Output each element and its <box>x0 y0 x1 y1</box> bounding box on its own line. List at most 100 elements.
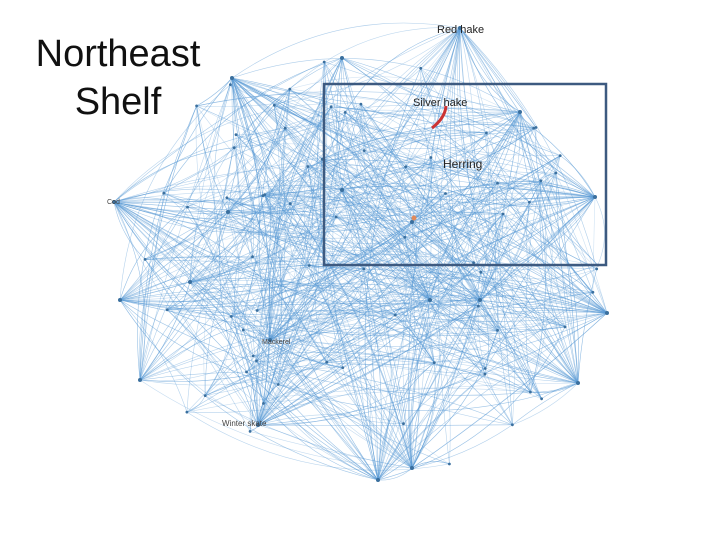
network-edge <box>257 213 504 426</box>
network-edge <box>494 183 513 425</box>
network-edge <box>322 158 596 198</box>
network-edge <box>526 202 579 384</box>
network-edge <box>274 105 446 194</box>
network-edge <box>113 198 481 301</box>
network-edge <box>479 202 530 301</box>
network-edge <box>411 111 521 223</box>
network-edge <box>119 221 413 307</box>
network-edge <box>189 88 290 283</box>
network-edge <box>139 84 231 381</box>
network-edge <box>139 339 271 382</box>
network-edge <box>196 27 461 107</box>
network-edge <box>345 112 498 331</box>
network-node <box>532 126 536 130</box>
network-edge <box>113 88 291 203</box>
network-edge <box>246 339 271 373</box>
network-edge <box>227 166 406 213</box>
network-edge <box>341 183 504 215</box>
network-edge <box>113 201 379 481</box>
network-edge <box>277 112 346 385</box>
network-edge <box>438 27 461 465</box>
network-node <box>229 83 232 86</box>
network-edge <box>119 211 229 301</box>
network-edge <box>204 316 232 396</box>
network-edge <box>262 189 343 404</box>
network-edge <box>530 382 579 393</box>
network-edge <box>186 262 474 413</box>
network-edge <box>341 189 598 268</box>
network-edge <box>289 88 451 465</box>
network-edge <box>377 292 594 481</box>
network-edge <box>410 262 474 469</box>
network-edge <box>119 166 406 301</box>
network-edge <box>257 299 481 426</box>
network-edge <box>139 106 332 381</box>
network-edge <box>403 312 608 424</box>
network-edge <box>345 112 413 223</box>
network-edge <box>341 57 561 156</box>
network-edge <box>345 109 561 156</box>
network-edge <box>560 155 596 198</box>
network-edge <box>344 112 431 301</box>
network-node <box>256 423 260 427</box>
network-edge <box>189 256 253 283</box>
network-edge <box>268 106 332 341</box>
network-edge <box>196 105 264 404</box>
network-edge <box>519 111 599 266</box>
network-edge <box>360 104 413 469</box>
network-edge <box>230 84 481 301</box>
network-edge <box>497 181 596 198</box>
network-edge <box>139 211 229 381</box>
network-edge <box>113 147 235 203</box>
network-node <box>539 179 543 183</box>
network-edge <box>326 221 413 363</box>
network-node <box>477 304 480 308</box>
network-node <box>554 171 558 175</box>
network-edge <box>256 360 404 424</box>
network-edge <box>478 305 566 328</box>
network-edge <box>119 299 259 426</box>
network-edge <box>411 424 513 469</box>
network-edge <box>322 159 596 198</box>
network-node <box>576 381 580 385</box>
network-edge <box>256 314 396 362</box>
network-edge <box>227 211 435 363</box>
network-edge <box>430 27 461 158</box>
network-edge <box>341 27 461 191</box>
network-edge <box>145 202 530 260</box>
network-edge <box>189 77 233 283</box>
network-edge <box>204 299 431 396</box>
network-edge <box>317 61 413 469</box>
network-edge <box>274 105 481 301</box>
network-edge <box>119 247 608 314</box>
network-edge <box>257 172 556 426</box>
node-labels: Red hake Silver hake Herring Mackerel Co… <box>107 24 484 428</box>
node-label-herring: Herring <box>443 157 482 171</box>
network-node <box>143 258 147 261</box>
network-edge <box>119 84 231 301</box>
network-edge <box>274 105 596 198</box>
slide-title: Northeast Shelf <box>18 30 218 126</box>
network-edge <box>540 180 579 384</box>
network-edge <box>189 250 474 283</box>
network-edge <box>336 216 405 238</box>
network-edge <box>264 111 521 195</box>
network-edge <box>307 166 405 238</box>
network-node <box>226 210 230 214</box>
network-node <box>605 311 609 315</box>
network-edge <box>309 265 481 301</box>
network-edge <box>330 106 579 384</box>
network-edge <box>139 27 461 381</box>
network-edge <box>377 368 486 481</box>
network-edge <box>231 77 579 384</box>
network-edge <box>144 186 596 260</box>
network-edge <box>235 134 479 307</box>
network-node <box>232 146 236 150</box>
network-edge <box>289 76 537 128</box>
network-edge <box>377 362 435 481</box>
network-edge <box>235 134 379 481</box>
network-edge <box>231 77 435 363</box>
network-edge <box>262 195 413 223</box>
network-node <box>229 315 233 318</box>
